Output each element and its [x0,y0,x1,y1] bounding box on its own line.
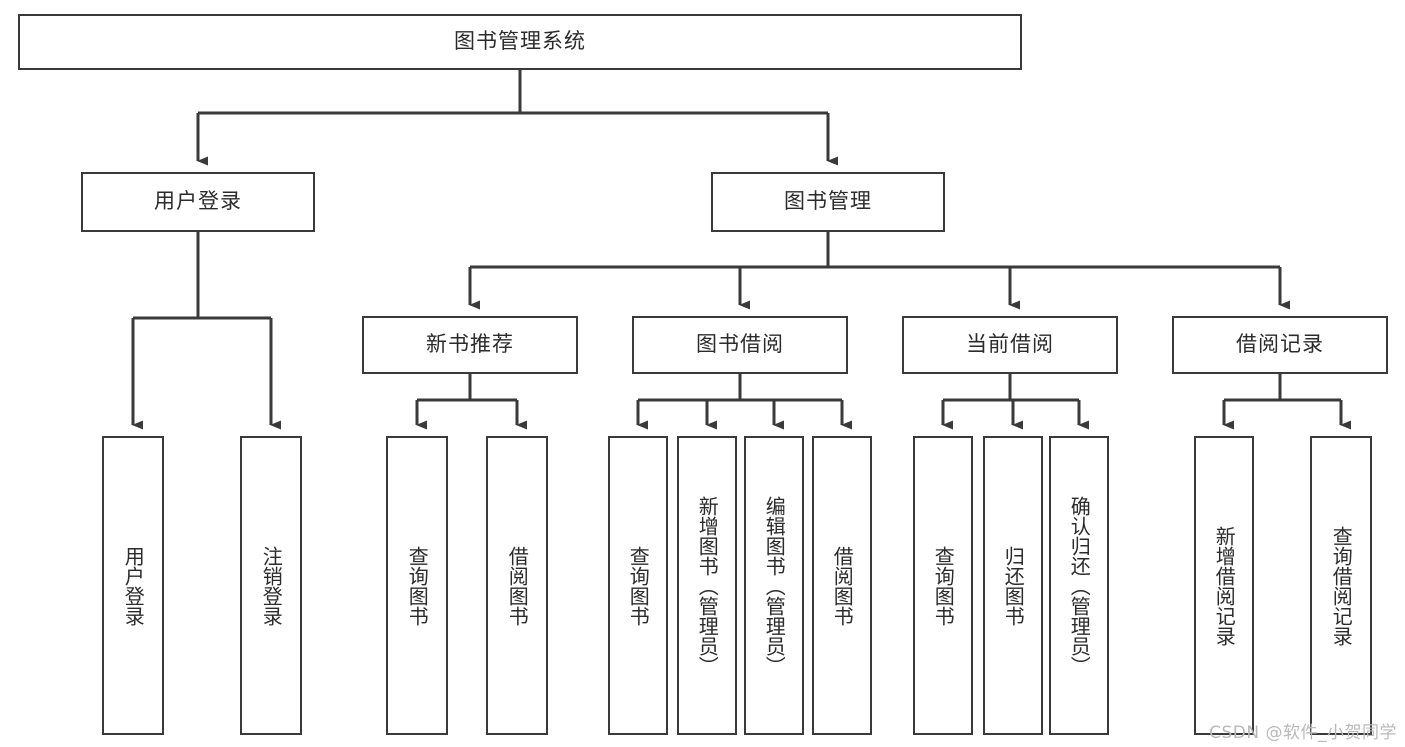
csdn-watermark: CSDN @软件_小贺同学 [1209,723,1397,743]
node-leaf-query-borrow-record[interactable]: 查询借阅记录 [1310,436,1372,735]
node-label: 查询图书 [931,545,956,626]
node-book-manage[interactable]: 图书管理 [711,172,945,232]
node-leaf-add-borrow-record[interactable]: 新增借阅记录 [1194,436,1254,735]
node-label: 图书借阅 [696,332,784,357]
node-label: 查询借阅记录 [1329,525,1354,646]
node-label: 编辑图书（管理员） [762,495,787,676]
node-user-login[interactable]: 用户登录 [81,172,315,232]
node-label: 图书管理 [784,189,872,214]
node-label: 图书管理系统 [454,29,586,54]
node-leaf-borrow-book-rec[interactable]: 借阅图书 [486,436,548,735]
node-current-borrow[interactable]: 当前借阅 [902,316,1118,374]
node-leaf-return-book[interactable]: 归还图书 [983,436,1043,735]
node-leaf-confirm-return-admin[interactable]: 确认归还（管理员） [1049,436,1109,735]
node-label: 查询图书 [405,545,430,626]
node-leaf-query-book-borrow[interactable]: 查询图书 [608,436,668,735]
node-leaf-user-login[interactable]: 用户登录 [102,436,164,735]
node-leaf-borrow-book[interactable]: 借阅图书 [812,436,872,735]
node-new-book-rec[interactable]: 新书推荐 [362,316,578,374]
node-leaf-query-book-current[interactable]: 查询图书 [913,436,973,735]
node-leaf-query-book-rec[interactable]: 查询图书 [386,436,448,735]
node-label: 借阅图书 [505,545,530,626]
node-leaf-user-logout[interactable]: 注销登录 [240,436,302,735]
node-leaf-add-book-admin[interactable]: 新增图书（管理员） [677,436,737,735]
node-leaf-edit-book-admin[interactable]: 编辑图书（管理员） [744,436,804,735]
node-label: 借阅记录 [1236,332,1324,357]
node-root[interactable]: 图书管理系统 [18,14,1022,70]
node-label: 新书推荐 [426,332,514,357]
node-label: 归还图书 [1001,545,1026,626]
node-label: 用户登录 [121,545,146,626]
node-label: 注销登录 [259,545,284,626]
node-label: 当前借阅 [966,332,1054,357]
node-label: 确认归还（管理员） [1067,495,1092,676]
node-label: 借阅图书 [830,545,855,626]
node-borrow-record[interactable]: 借阅记录 [1172,316,1388,374]
node-label: 新增借阅记录 [1212,525,1237,646]
node-label: 查询图书 [626,545,651,626]
node-book-borrow[interactable]: 图书借阅 [632,316,848,374]
node-label: 新增图书（管理员） [695,495,720,676]
node-label: 用户登录 [154,189,242,214]
